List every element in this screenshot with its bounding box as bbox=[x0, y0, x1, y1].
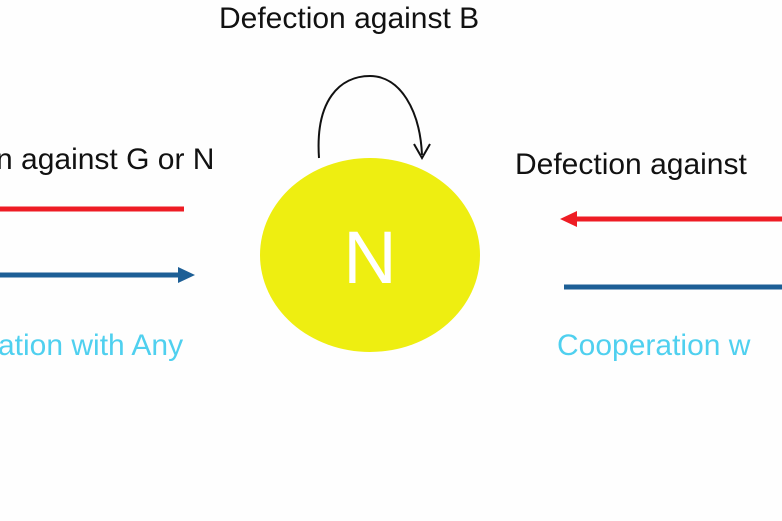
right-cooperation-label: Cooperation w bbox=[557, 329, 751, 362]
node-n-label: N bbox=[343, 216, 396, 299]
left-cooperation-arrowhead bbox=[178, 267, 195, 283]
node-n bbox=[260, 158, 480, 352]
self-loop-arrow bbox=[317, 74, 423, 159]
self-loop-label: Defection against B bbox=[219, 2, 480, 35]
left-defection-label: n against G or N bbox=[0, 143, 215, 176]
right-defection-arrowhead bbox=[560, 211, 577, 227]
left-cooperation-label: ation with Any bbox=[0, 329, 184, 362]
self-loop-arrowhead bbox=[413, 143, 431, 161]
right-defection-label: Defection against bbox=[515, 148, 747, 181]
